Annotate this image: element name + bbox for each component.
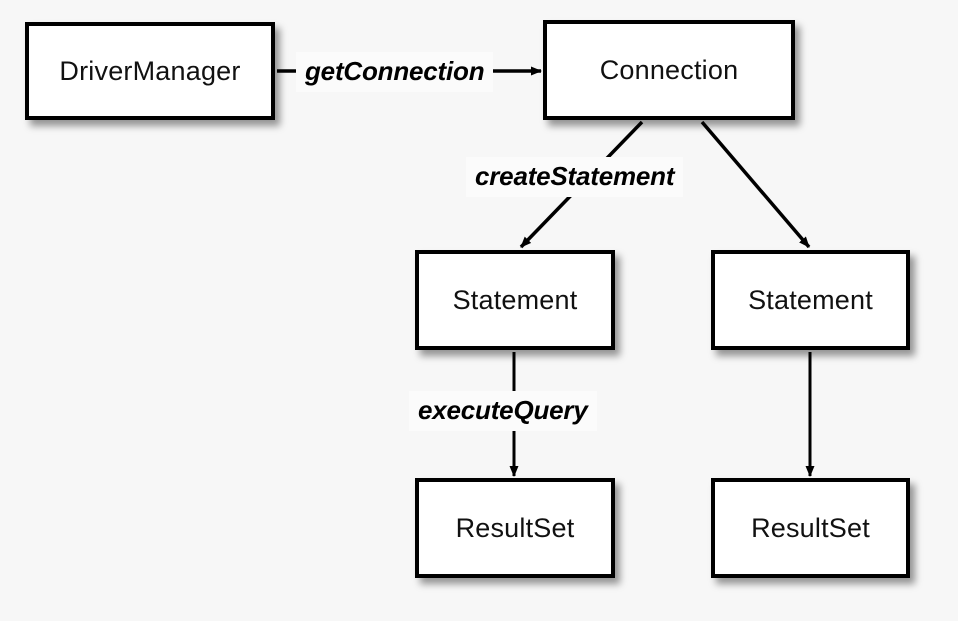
node-statement-right[interactable]: Statement: [711, 250, 910, 350]
node-resultset-right[interactable]: ResultSet: [711, 478, 910, 578]
node-driver-manager-label: DriverManager: [59, 55, 241, 86]
node-resultset-left[interactable]: ResultSet: [415, 478, 615, 578]
node-driver-manager[interactable]: DriverManager: [25, 22, 275, 120]
node-resultset-left-label: ResultSet: [455, 512, 575, 543]
node-resultset-right-label: ResultSet: [751, 512, 870, 543]
node-connection-label: Connection: [599, 54, 739, 85]
node-statement-left-label: Statement: [452, 284, 578, 315]
edge-label-get-connection: getConnection: [296, 52, 494, 92]
edge-create-statement-2-line: [700, 120, 811, 249]
node-statement-right-label: Statement: [748, 284, 873, 315]
node-connection[interactable]: Connection: [543, 20, 795, 120]
edge-label-execute-query: executeQuery: [409, 391, 597, 431]
edge-label-create-statement: createStatement: [466, 157, 684, 197]
node-statement-left[interactable]: Statement: [415, 250, 615, 350]
